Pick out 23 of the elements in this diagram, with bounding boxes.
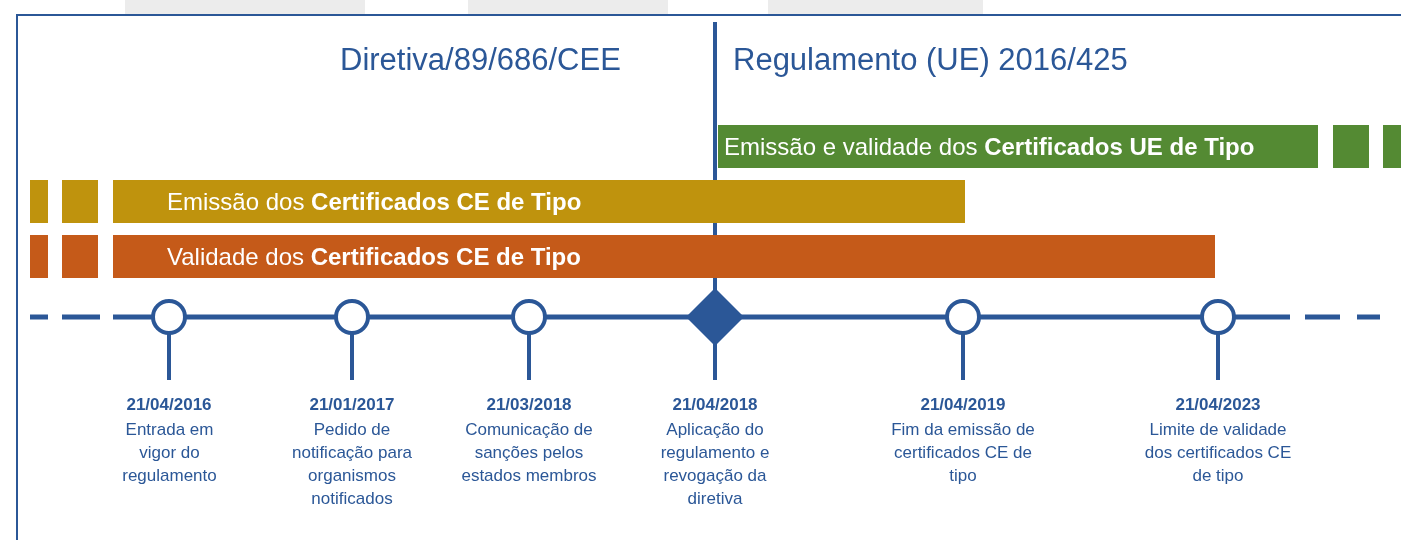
milestone-circle: [511, 299, 547, 335]
milestone-description: Aplicação do regulamento e revogação da diretiva: [659, 419, 771, 510]
milestone-circle: [334, 299, 370, 335]
milestone-date: 21/04/2018: [671, 395, 759, 415]
milestone-description: Comunicação de sanções pelos estados membros: [460, 419, 598, 487]
section-heading: Regulamento (UE) 2016/425: [733, 42, 1128, 78]
milestone-date: 21/04/2023: [1174, 395, 1262, 415]
milestone-circle: [151, 299, 187, 335]
milestone-date: 21/04/2019: [919, 395, 1007, 415]
milestone-description: Pedido de notificação para organismos notificados: [291, 419, 413, 510]
milestone-diamond: [686, 288, 744, 346]
milestone-date: 21/03/2018: [485, 395, 573, 415]
milestone-description: Limite de validade dos certificados CE de tipo: [1143, 419, 1293, 487]
timeline-bar: Validade dos Certificados CE de Tipo: [113, 235, 1215, 278]
milestone-description: Entrada em vigor do regulamento: [121, 419, 218, 487]
section-heading: Diretiva/89/686/CEE: [340, 42, 621, 78]
milestone-circle: [1200, 299, 1236, 335]
milestone-description: Fim da emissão de certificados CE de tipo: [890, 419, 1036, 487]
timeline-bar: Emissão e validade dos Certificados UE de Tipo: [718, 125, 1318, 168]
milestone-circle: [945, 299, 981, 335]
milestone-date: 21/01/2017: [308, 395, 396, 415]
milestone-date: 21/04/2016: [125, 395, 213, 415]
timeline-bar: Emissão dos Certificados CE de Tipo: [113, 180, 965, 223]
